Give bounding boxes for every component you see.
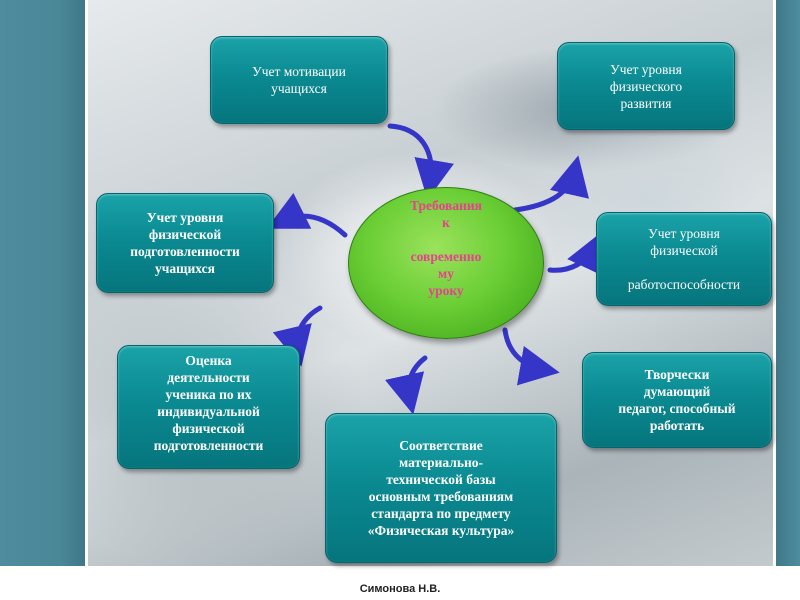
node-physical-development: Учет уровня физического развития	[557, 42, 735, 130]
author-credit: Симонова Н.В.	[359, 583, 441, 595]
frame-divider-left	[85, 0, 88, 568]
node-motivation: Учет мотивации учащихся	[210, 36, 388, 124]
node-physical-preparedness: Учет уровня физической подготовленности …	[96, 193, 274, 293]
node-creative-teacher: Творчески думающий педагог, способный ра…	[582, 352, 772, 448]
center-requirements: Требования к современно му уроку	[348, 187, 544, 339]
frame-right-band	[776, 0, 800, 600]
frame-divider-right	[773, 0, 776, 568]
node-work-capacity: Учет уровня физической работоспособности	[596, 212, 772, 306]
frame-left-band	[0, 0, 85, 600]
footer-bar	[0, 566, 800, 600]
node-evaluation: Оценка деятельности ученика по их индиви…	[117, 345, 300, 469]
node-material-base: Соответствие материально- технической ба…	[325, 413, 557, 563]
